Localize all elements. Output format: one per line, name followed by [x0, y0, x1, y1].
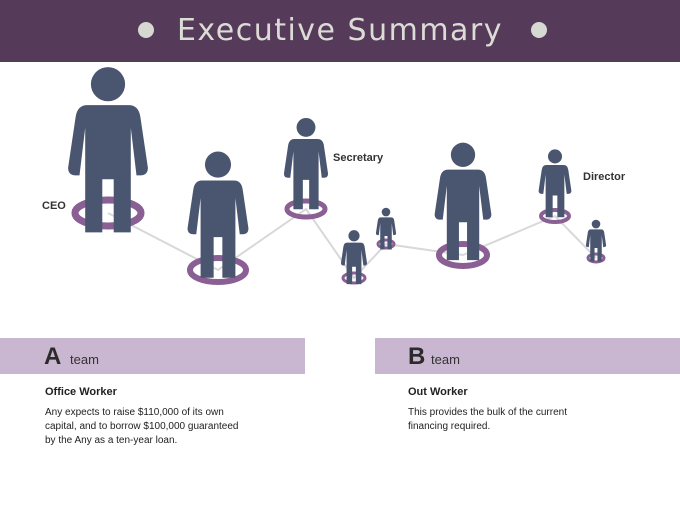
- ring-6: [436, 241, 490, 269]
- ring-5: [376, 238, 396, 250]
- section-a-letter: A: [44, 343, 62, 370]
- section-b-bar: B team: [375, 338, 680, 374]
- left-dot-icon: [138, 22, 154, 38]
- people: [68, 67, 607, 285]
- section-b-letter: B: [408, 343, 426, 370]
- section-a-word: team: [70, 352, 99, 367]
- section-a-line: Any expects to raise $110,000 of its own: [45, 407, 224, 418]
- section-a-line: capital, and to borrow $100,000 guarante…: [45, 421, 239, 432]
- ring-2: [187, 255, 249, 285]
- section-b-body: This provides the bulk of the current fi…: [408, 406, 567, 434]
- ring-ceo: [71, 196, 145, 230]
- page-title: Executive Summary: [176, 13, 504, 48]
- section-a-bar: A team: [0, 338, 305, 374]
- person-director-icon: [538, 149, 572, 218]
- ring-director: [539, 208, 571, 224]
- section-b-line: This provides the bulk of the current: [408, 407, 567, 418]
- rings: [71, 196, 606, 285]
- section-b-subtitle: Out Worker: [408, 386, 468, 398]
- right-dot-icon: [531, 22, 547, 38]
- director-label: Director: [583, 171, 626, 183]
- ring-secretary: [284, 198, 328, 220]
- org-network-diagram: [68, 67, 607, 285]
- section-a-body: Any expects to raise $110,000 of its own…: [45, 406, 238, 448]
- section-a-subtitle: Office Worker: [45, 386, 117, 398]
- ring-8: [586, 252, 606, 264]
- section-a-line: by the Any as a ten-year loan.: [45, 435, 178, 446]
- ceo-label: CEO: [42, 200, 66, 212]
- title-banner: Executive Summary: [0, 0, 680, 62]
- section-b-line: financing required.: [408, 421, 491, 432]
- ring-4: [341, 271, 367, 285]
- secretary-label: Secretary: [333, 152, 384, 164]
- person-secretary-icon: [283, 117, 329, 210]
- section-b-word: team: [431, 352, 460, 367]
